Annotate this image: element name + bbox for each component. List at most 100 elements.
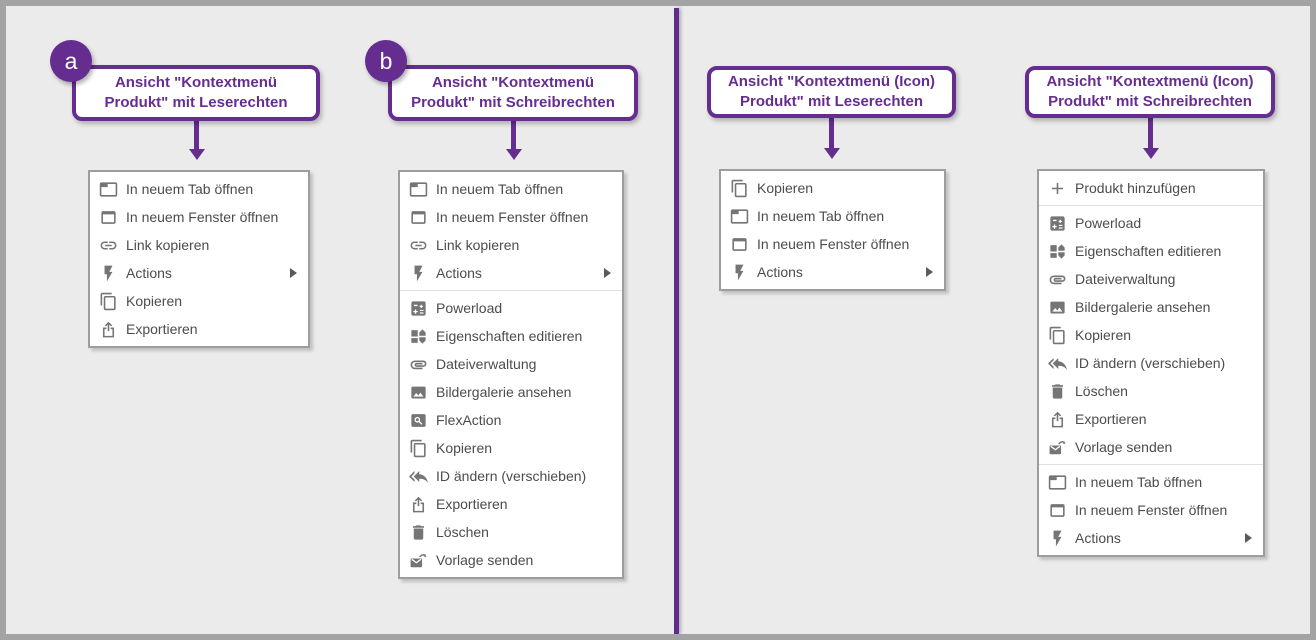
submenu-arrow-icon xyxy=(604,268,611,278)
move-id-icon xyxy=(408,466,428,486)
menu-item[interactable]: Dateiverwaltung xyxy=(1039,265,1263,293)
menu-item[interactable]: Dateiverwaltung xyxy=(400,350,622,378)
menu-item-label: In neuem Fenster öffnen xyxy=(126,209,279,225)
menu-item[interactable]: In neuem Tab öffnen xyxy=(721,202,944,230)
menu-item[interactable]: In neuem Tab öffnen xyxy=(400,175,622,203)
menu-item[interactable]: Vorlage senden xyxy=(400,546,622,574)
menu-item[interactable]: Link kopieren xyxy=(400,231,622,259)
menu-item[interactable]: Powerload xyxy=(1039,209,1263,237)
panel-title: Ansicht "Kontextmenü (Icon) Produkt" mit… xyxy=(1046,72,1254,110)
menu-item-label: Bildergalerie ansehen xyxy=(436,384,572,400)
panel-header: Ansicht "Kontextmenü Produkt" mit Lesere… xyxy=(72,65,320,121)
menu-item[interactable]: Eigenschaften editieren xyxy=(1039,237,1263,265)
menu-item[interactable]: In neuem Fenster öffnen xyxy=(400,203,622,231)
menu-item[interactable]: In neuem Fenster öffnen xyxy=(90,203,308,231)
menu-item-label: In neuem Fenster öffnen xyxy=(757,236,910,252)
menu-item[interactable]: Actions xyxy=(90,259,308,287)
powerload-icon xyxy=(408,298,428,318)
menu-item[interactable]: In neuem Tab öffnen xyxy=(90,175,308,203)
menu-item-label: Actions xyxy=(1075,530,1121,546)
menu-item-label: Actions xyxy=(757,264,803,280)
menu-item-label: Löschen xyxy=(1075,383,1128,399)
submenu-arrow-icon xyxy=(290,268,297,278)
delete-icon xyxy=(1047,381,1067,401)
copy-icon xyxy=(729,178,749,198)
menu-item[interactable]: ID ändern (verschieben) xyxy=(1039,349,1263,377)
image-icon xyxy=(408,382,428,402)
copy-icon xyxy=(1047,325,1067,345)
menu-item[interactable]: In neuem Fenster öffnen xyxy=(721,230,944,258)
link-icon xyxy=(408,235,428,255)
menu-item[interactable]: Kopieren xyxy=(721,174,944,202)
menu-item-label: In neuem Tab öffnen xyxy=(757,208,885,224)
menu-item[interactable]: In neuem Tab öffnen xyxy=(1039,468,1263,496)
new-tab-icon xyxy=(98,179,118,199)
menu-item-label: In neuem Tab öffnen xyxy=(436,181,564,197)
down-arrow-icon xyxy=(511,121,516,149)
menu-item[interactable]: Exportieren xyxy=(1039,405,1263,433)
menu-separator xyxy=(1039,464,1263,465)
down-arrow-icon xyxy=(829,118,834,148)
panel-header: Ansicht "Kontextmenü (Icon) Produkt" mit… xyxy=(1025,66,1275,118)
menu-item-label: Actions xyxy=(436,265,482,281)
submenu-arrow-icon xyxy=(926,267,933,277)
down-arrow-icon xyxy=(1148,118,1153,148)
menu-item[interactable]: Vorlage senden xyxy=(1039,433,1263,461)
flexaction-icon xyxy=(408,410,428,430)
vertical-divider xyxy=(674,8,679,634)
menu-item-label: Produkt hinzufügen xyxy=(1075,180,1196,196)
menu-item-label: Link kopieren xyxy=(436,237,520,253)
menu-item-label: Powerload xyxy=(1075,215,1142,231)
menu-item-label: FlexAction xyxy=(436,412,502,428)
menu-item[interactable]: Powerload xyxy=(400,294,622,322)
menu-item[interactable]: Exportieren xyxy=(400,490,622,518)
menu-item[interactable]: Löschen xyxy=(1039,377,1263,405)
menu-item[interactable]: Bildergalerie ansehen xyxy=(1039,293,1263,321)
properties-icon xyxy=(408,326,428,346)
menu-item[interactable]: Actions xyxy=(1039,524,1263,552)
new-window-icon xyxy=(98,207,118,227)
menu-item-label: Dateiverwaltung xyxy=(1075,271,1176,287)
menu-item[interactable]: Eigenschaften editieren xyxy=(400,322,622,350)
menu-item-label: In neuem Tab öffnen xyxy=(1075,474,1203,490)
menu-item[interactable]: Löschen xyxy=(400,518,622,546)
menu-item-label: Exportieren xyxy=(436,496,508,512)
attachment-icon xyxy=(1047,269,1067,289)
bolt-icon xyxy=(98,263,118,283)
menu-item-label: Dateiverwaltung xyxy=(436,356,537,372)
new-window-icon xyxy=(408,207,428,227)
menu-item-label: Kopieren xyxy=(757,180,814,196)
menu-item[interactable]: FlexAction xyxy=(400,406,622,434)
menu-item[interactable]: Kopieren xyxy=(90,287,308,315)
send-template-icon xyxy=(1047,437,1067,457)
context-menu-produkt-leserechten: In neuem Tab öffnen In neuem Fenster öffn… xyxy=(88,170,310,348)
delete-icon xyxy=(408,522,428,542)
menu-item[interactable]: In neuem Fenster öffnen xyxy=(1039,496,1263,524)
menu-item[interactable]: Produkt hinzufügen xyxy=(1039,174,1263,202)
menu-item[interactable]: Link kopieren xyxy=(90,231,308,259)
menu-item[interactable]: Bildergalerie ansehen xyxy=(400,378,622,406)
menu-item-label: Kopieren xyxy=(436,440,493,456)
powerload-icon xyxy=(1047,213,1067,233)
menu-item[interactable]: Kopieren xyxy=(1039,321,1263,349)
menu-item-label: Eigenschaften editieren xyxy=(1075,243,1222,259)
menu-item[interactable]: Kopieren xyxy=(400,434,622,462)
menu-item-label: Vorlage senden xyxy=(436,552,534,568)
panel-header: Ansicht "Kontextmenü Produkt" mit Schrei… xyxy=(388,65,638,121)
bolt-icon xyxy=(729,262,749,282)
submenu-arrow-icon xyxy=(1245,533,1252,543)
image-icon xyxy=(1047,297,1067,317)
new-tab-icon xyxy=(408,179,428,199)
menu-item[interactable]: ID ändern (verschieben) xyxy=(400,462,622,490)
export-icon xyxy=(408,494,428,514)
attachment-icon xyxy=(408,354,428,374)
menu-item-label: Bildergalerie ansehen xyxy=(1075,299,1211,315)
menu-item[interactable]: Exportieren xyxy=(90,315,308,343)
bolt-icon xyxy=(408,263,428,283)
properties-icon xyxy=(1047,241,1067,261)
menu-item[interactable]: Actions xyxy=(721,258,944,286)
menu-item[interactable]: Actions xyxy=(400,259,622,287)
menu-item-label: Powerload xyxy=(436,300,503,316)
